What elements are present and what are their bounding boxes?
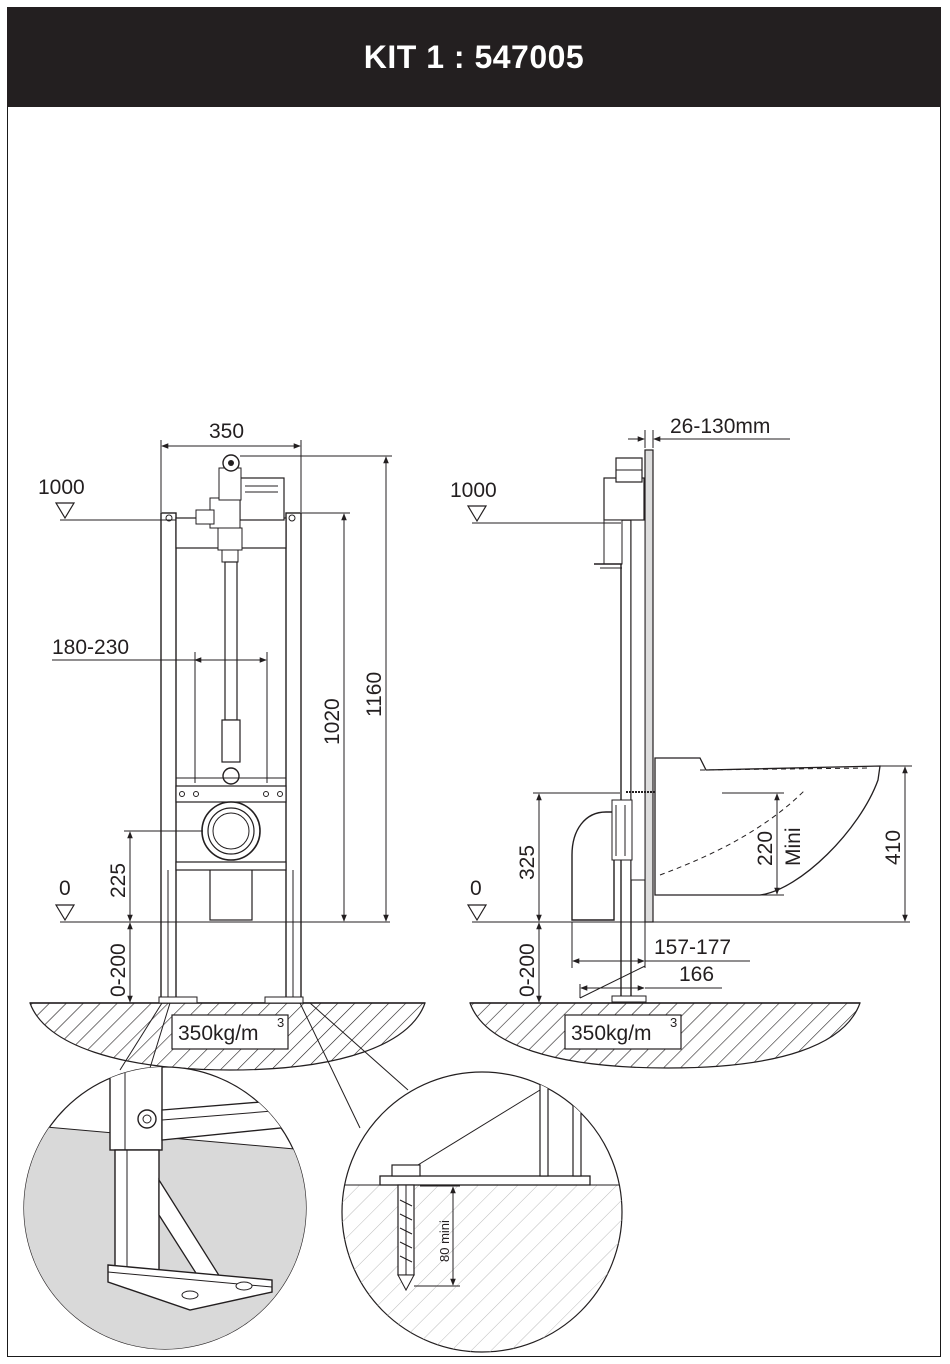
dim-180-230: 180-230 (52, 636, 268, 783)
header-bar: KIT 1 : 547005 (7, 7, 941, 107)
svg-text:1160: 1160 (363, 672, 386, 717)
side-floor: 350kg/m 3 (469, 1002, 861, 1069)
front-floor-sup: 3 (277, 1015, 284, 1030)
side-level-0: 0 (466, 877, 910, 923)
dim-166: 166 (579, 963, 722, 999)
dim-1020: 1020 (301, 512, 350, 922)
front-crossbar (175, 785, 287, 803)
svg-text:166: 166 (679, 963, 714, 986)
svg-text:Mini: Mini (782, 827, 805, 866)
detail-leader-left-b (149, 1002, 171, 1069)
dim-350: 350 (160, 420, 302, 512)
front-floor-label: 350kg/m (178, 1022, 259, 1045)
svg-text:410: 410 (882, 830, 905, 865)
detail-leader-left-a (119, 1002, 163, 1071)
svg-text:0: 0 (59, 877, 71, 900)
side-floor-sup: 3 (670, 1015, 677, 1030)
svg-text:0-200: 0-200 (107, 943, 130, 997)
detail-foot-bracket (23, 1066, 307, 1350)
svg-text:1000: 1000 (38, 476, 85, 499)
dim-1160: 1160 (240, 455, 392, 922)
detail-leader-right-b (309, 1002, 409, 1091)
svg-text:26-130mm: 26-130mm (670, 415, 770, 438)
side-cistern-unit (594, 457, 645, 569)
side-toilet-bowl (654, 757, 881, 896)
svg-text:180-230: 180-230 (52, 636, 129, 659)
svg-text:325: 325 (516, 845, 539, 880)
front-outlet (201, 801, 261, 921)
front-level-1000: 1000 (38, 476, 176, 521)
dim-225: 225 (107, 830, 203, 922)
front-level-0: 0 (54, 877, 390, 923)
detail-leader-right-a (299, 1002, 361, 1129)
front-flush-pipe (224, 561, 238, 721)
front-floor: 350kg/m 3 (29, 1002, 426, 1071)
svg-text:220: 220 (754, 831, 777, 866)
side-view: 350kg/m 3 (450, 415, 912, 1069)
front-cistern-unit (165, 454, 296, 563)
dim-410: 410 (880, 765, 912, 922)
dim-26-130: 26-130mm (628, 415, 790, 448)
svg-text:1000: 1000 (450, 479, 497, 502)
svg-text:1020: 1020 (321, 698, 344, 745)
side-wall (644, 449, 654, 923)
dim-157-177: 157-177 (571, 922, 750, 968)
dim-0-200-side: 0-200 (516, 922, 542, 1003)
svg-text:157-177: 157-177 (654, 936, 731, 959)
kit-title: KIT 1 : 547005 (363, 38, 585, 75)
side-level-1000: 1000 (450, 479, 621, 524)
svg-text:225: 225 (107, 863, 130, 898)
dim-0-200-front: 0-200 (107, 922, 133, 1003)
svg-text:0: 0 (470, 877, 482, 900)
svg-text:0-200: 0-200 (516, 943, 539, 997)
detail-anchor: 80 mini (341, 1071, 623, 1353)
side-upright (620, 519, 632, 1001)
anchor-depth-label: 80 mini (437, 1220, 452, 1262)
front-view: 350kg/m 3 (29, 420, 426, 1071)
side-floor-label: 350kg/m (571, 1022, 652, 1045)
dim-220-mini: 220 Mini (722, 792, 805, 896)
dim-325: 325 (516, 792, 620, 922)
svg-text:350: 350 (209, 420, 244, 443)
side-drain-elbow (571, 799, 633, 921)
